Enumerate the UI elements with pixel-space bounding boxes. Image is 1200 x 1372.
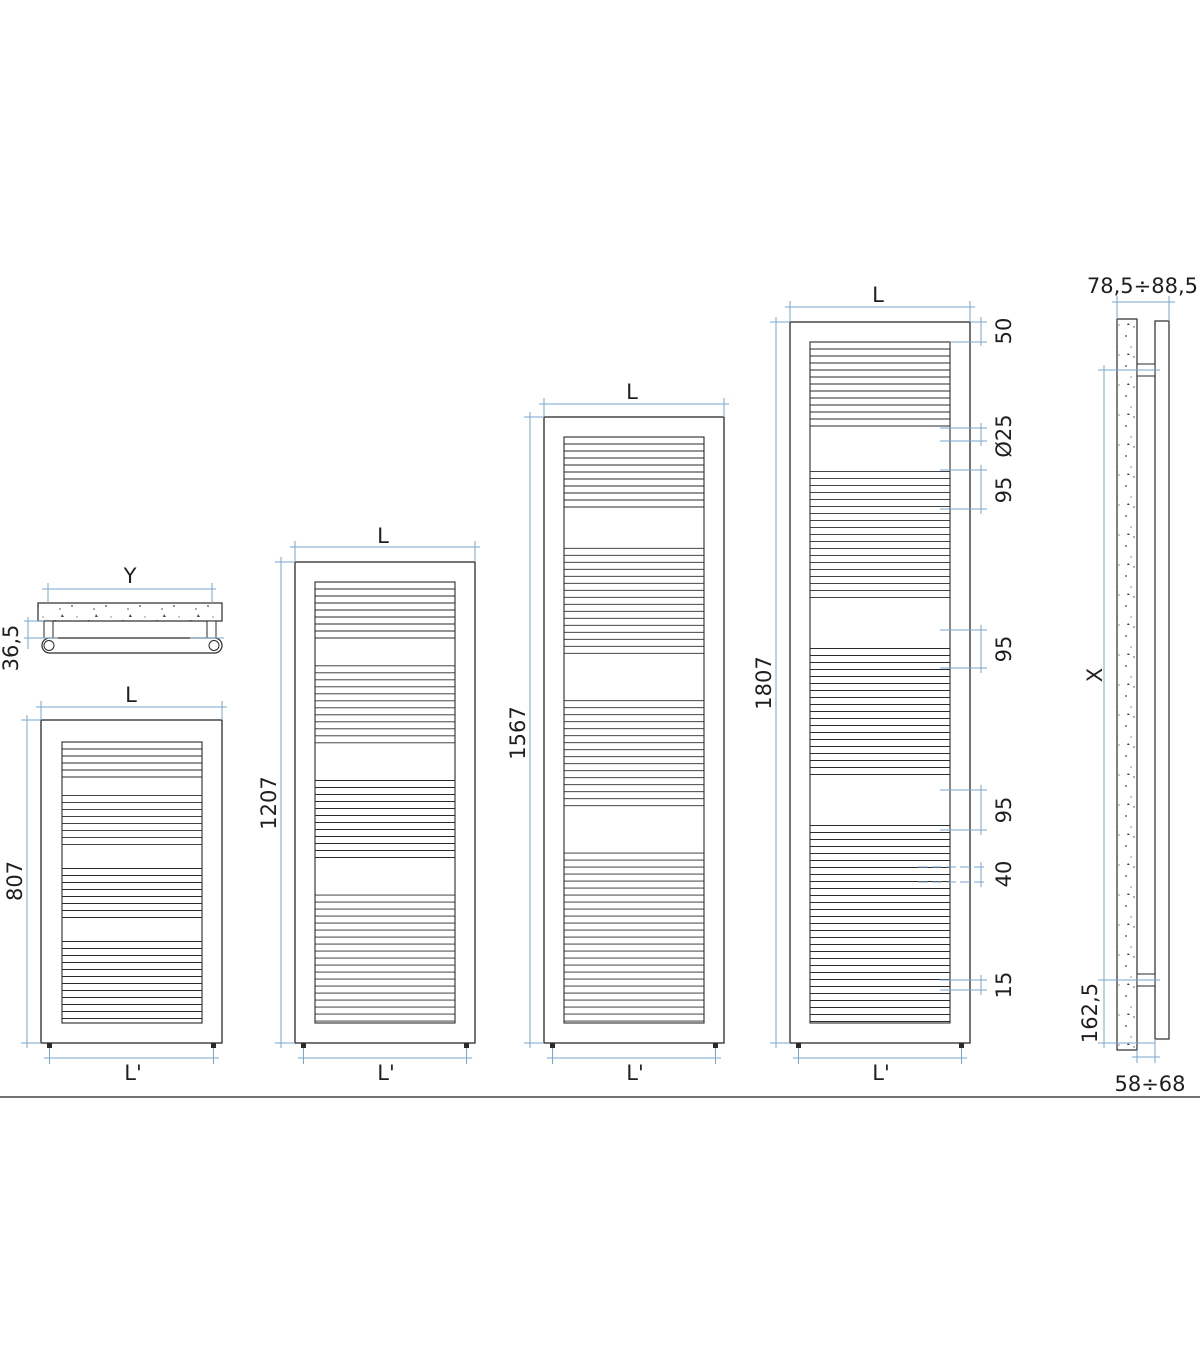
- detail-label-50: 50: [992, 318, 1016, 345]
- top-view: Y 36,5: [0, 564, 224, 671]
- radiator-1207: L 1207 L': [257, 524, 480, 1085]
- fixing-dimension-label: L': [377, 1061, 394, 1085]
- inner-frame: [809, 341, 951, 1024]
- depth-dimension-label: 36,5: [0, 625, 23, 672]
- radiator-1807: L 1807 L' 50 Ø25 95 95: [752, 283, 1016, 1085]
- l-dimension-label: L: [377, 524, 389, 548]
- stone-wall-panel: [1116, 318, 1138, 1051]
- inner-frame: [563, 436, 705, 1024]
- horizontal-bars: [62, 741, 202, 1019]
- wall-distance-label: 78,5÷88,5: [1087, 274, 1198, 298]
- horizontal-bars: [810, 341, 950, 1022]
- stone-panel: [37, 602, 223, 622]
- right-bracket: [206, 620, 217, 639]
- side-view: 78,5÷88,5 X 162,5 58÷68: [1078, 274, 1198, 1096]
- right-tube-end: [208, 640, 220, 651]
- height-dimension-label: 1207: [257, 776, 281, 829]
- bottom-fixing-label: 162,5: [1078, 983, 1102, 1043]
- detail-label-40: 40: [992, 861, 1016, 888]
- inner-frame: [314, 581, 456, 1024]
- detail-label-95-a: 95: [992, 477, 1016, 504]
- fixing-dimension-label: L': [626, 1061, 643, 1085]
- right-foot: [713, 1043, 718, 1048]
- left-tube-end: [43, 640, 55, 651]
- right-foot: [959, 1043, 964, 1048]
- radiator-807: L 807 L': [3, 683, 227, 1085]
- bracket-dimension-label: 58÷68: [1114, 1072, 1185, 1096]
- y-dimension-label: Y: [123, 564, 137, 588]
- collector-tube: [41, 637, 223, 654]
- radiator-profile: [1154, 320, 1170, 1040]
- fixing-dimension-label: L': [872, 1061, 889, 1085]
- height-dimension-label: 807: [3, 861, 27, 901]
- detail-label-95-b: 95: [992, 636, 1016, 663]
- detail-label-15: 15: [992, 972, 1016, 999]
- right-foot: [464, 1043, 469, 1048]
- fixing-dimension-label: L': [124, 1061, 141, 1085]
- height-dimension-label: 1807: [752, 656, 776, 709]
- left-foot: [550, 1043, 555, 1048]
- left-foot: [47, 1043, 52, 1048]
- height-dimension-label: 1567: [506, 706, 530, 759]
- l-dimension-label: L: [872, 283, 884, 307]
- right-foot: [211, 1043, 216, 1048]
- x-dimension-label: X: [1083, 668, 1107, 682]
- radiator-1567: L 1567 L': [506, 380, 729, 1085]
- left-foot: [301, 1043, 306, 1048]
- left-bracket: [43, 620, 54, 639]
- detail-label-95-c: 95: [992, 797, 1016, 824]
- horizontal-bars: [564, 436, 704, 1022]
- detail-label-d25: Ø25: [992, 414, 1016, 457]
- horizontal-bars: [315, 581, 455, 1022]
- l-dimension-label: L: [125, 683, 137, 707]
- detail-dimensions: 50 Ø25 95 95 95 40 15: [918, 317, 1016, 998]
- l-dimension-label: L: [626, 380, 638, 404]
- left-foot: [796, 1043, 801, 1048]
